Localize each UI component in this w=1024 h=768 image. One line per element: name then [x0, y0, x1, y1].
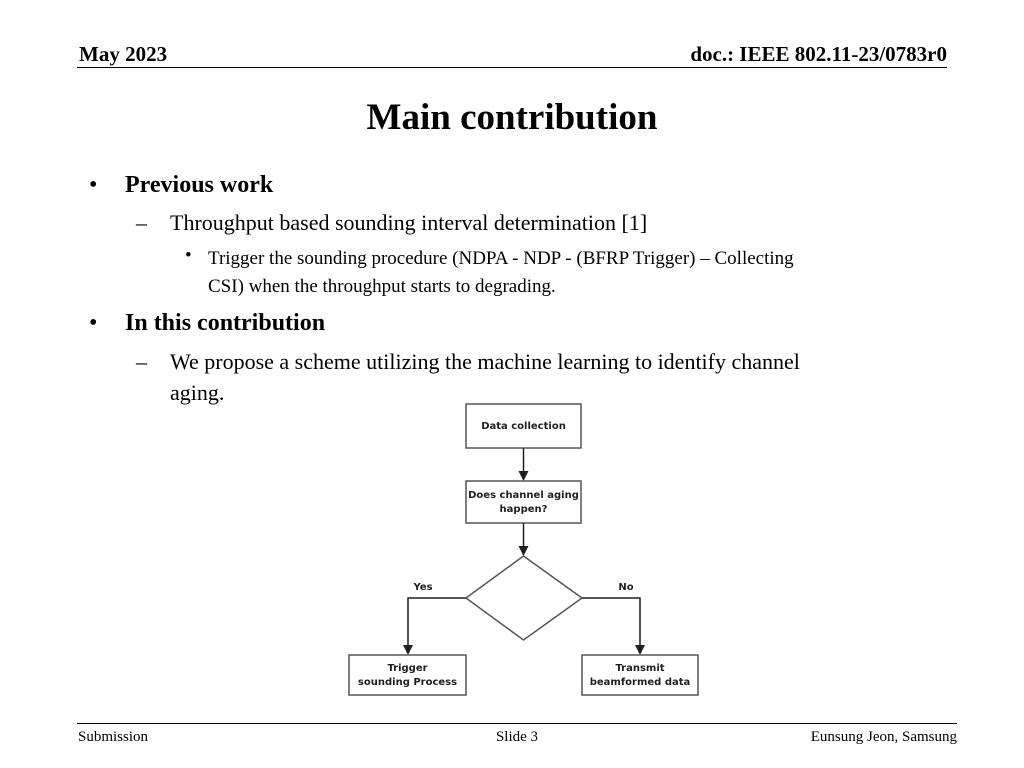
sub-bullet-proposal-line2: aging.: [170, 380, 225, 405]
footer-author: Eunsung Jeon, Samsung: [810, 729, 957, 745]
footer-submission: Submission: [78, 729, 149, 745]
flow-box-decision-question: [465, 480, 582, 524]
flow-arrow-yes: [403, 597, 466, 655]
flow-transmit-line2: beamformed data: [590, 677, 691, 688]
flow-label-yes: Yes: [412, 582, 432, 593]
flow-trigger-line2: sounding Process: [358, 677, 457, 688]
bullet-previous-work: Previous work: [125, 172, 274, 198]
flow-question-line1: Does channel aging: [468, 490, 579, 501]
sub-bullet-proposal-line1: We propose a scheme utilizing the machin…: [170, 349, 800, 374]
footer-rule: [77, 723, 957, 724]
bullet-this-contribution: In this contribution: [125, 310, 326, 336]
flow-label-no: No: [618, 582, 633, 593]
flow-question-line2: happen?: [500, 504, 548, 515]
slide-title: Main contribution: [366, 97, 658, 138]
flow-box-transmit-beamformed: [581, 654, 699, 696]
flow-transmit-line1: Transmit: [615, 663, 664, 674]
flow-trigger-line1: Trigger: [387, 663, 427, 674]
flow-arrow-no: [582, 597, 645, 655]
sub-sub-bullet-trigger-line1: Trigger the sounding procedure (NDPA - N…: [208, 248, 794, 269]
header-rule: [77, 67, 947, 68]
sub-bullet-marker: –: [136, 210, 147, 235]
flow-box-trigger-sounding: [348, 654, 467, 696]
sub-bullet-throughput: Throughput based sounding interval deter…: [170, 210, 648, 235]
sub-sub-bullet-trigger-line2: CSI) when the throughput starts to degra…: [208, 276, 556, 297]
header-doc-id: doc.: IEEE 802.11-23/0783r0: [690, 42, 947, 66]
bullet-marker: •: [89, 310, 98, 336]
bullet-marker: •: [89, 172, 98, 198]
sub-bullet-marker: –: [136, 349, 147, 374]
flow-box-data-collection-label: Data collection: [481, 421, 566, 432]
flow-decision-diamond: [464, 555, 584, 641]
header-date: May 2023: [79, 42, 168, 66]
footer-slide-number: Slide 3: [495, 729, 539, 745]
sub-sub-bullet-marker: •: [185, 245, 192, 266]
